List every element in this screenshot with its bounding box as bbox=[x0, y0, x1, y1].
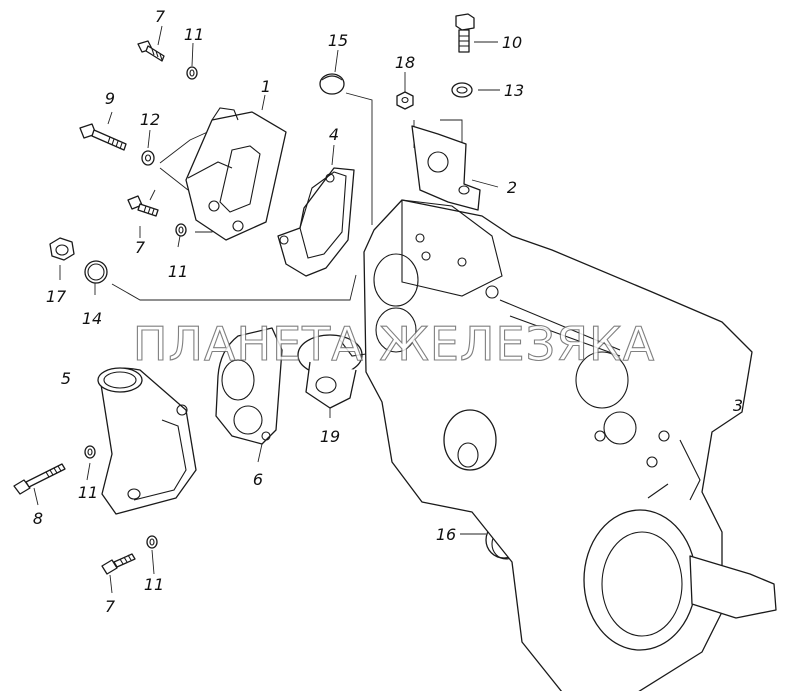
callout-11-low: 11 bbox=[78, 483, 98, 502]
callout-11-bottom: 11 bbox=[144, 575, 164, 594]
callout-7-mid: 7 bbox=[135, 238, 146, 257]
callout-7-top: 7 bbox=[155, 7, 166, 26]
bolt-8 bbox=[13, 463, 66, 495]
callout-12: 12 bbox=[140, 110, 160, 129]
gasket-6 bbox=[215, 327, 283, 445]
thermostat-19 bbox=[297, 334, 367, 409]
gasket-4 bbox=[277, 167, 355, 277]
washer-11-mid bbox=[175, 223, 187, 237]
washer-11-top bbox=[186, 66, 198, 80]
washer-11-low bbox=[84, 445, 96, 459]
bracket-2 bbox=[411, 125, 481, 211]
plug-15 bbox=[319, 73, 345, 95]
callout-15: 15 bbox=[328, 31, 348, 50]
washer-11-bottom bbox=[146, 535, 158, 549]
washer-13 bbox=[451, 82, 473, 98]
bolt-10 bbox=[455, 13, 475, 53]
callout-1: 1 bbox=[261, 77, 271, 96]
callout-7-bottom: 7 bbox=[105, 597, 116, 616]
bolt-9 bbox=[79, 123, 127, 151]
callout-6: 6 bbox=[253, 470, 263, 489]
outlet-pipe-5 bbox=[97, 367, 197, 515]
callout-9: 9 bbox=[105, 89, 115, 108]
bolt-7-mid bbox=[127, 195, 159, 217]
callout-3: 3 bbox=[733, 396, 743, 415]
callout-labels: 7 11 15 10 18 13 1 9 12 4 2 7 11 17 14 5… bbox=[33, 7, 743, 616]
thermostat-cover-1 bbox=[185, 107, 287, 241]
bolt-7-bottom bbox=[101, 553, 136, 575]
watermark-text: ПЛАНЕТА ЖЕЛЕЗЯКА bbox=[133, 317, 655, 371]
callout-10: 10 bbox=[502, 33, 522, 52]
callout-13: 13 bbox=[504, 81, 524, 100]
callout-8: 8 bbox=[33, 509, 43, 528]
callout-4: 4 bbox=[329, 125, 339, 144]
callout-17: 17 bbox=[46, 287, 67, 306]
callout-2: 2 bbox=[507, 178, 517, 197]
bolt-7-top bbox=[137, 40, 165, 62]
callout-14: 14 bbox=[82, 309, 102, 328]
callout-5: 5 bbox=[61, 369, 71, 388]
callout-16: 16 bbox=[436, 525, 456, 544]
housing-3 bbox=[363, 199, 777, 691]
callout-11-mid: 11 bbox=[168, 262, 188, 281]
washer-12 bbox=[141, 150, 155, 166]
callout-11-top: 11 bbox=[184, 25, 204, 44]
callout-18: 18 bbox=[395, 53, 415, 72]
callout-19: 19 bbox=[320, 427, 340, 446]
nut-18 bbox=[396, 91, 414, 110]
plug-17 bbox=[49, 237, 75, 261]
o-ring-14 bbox=[84, 260, 108, 284]
